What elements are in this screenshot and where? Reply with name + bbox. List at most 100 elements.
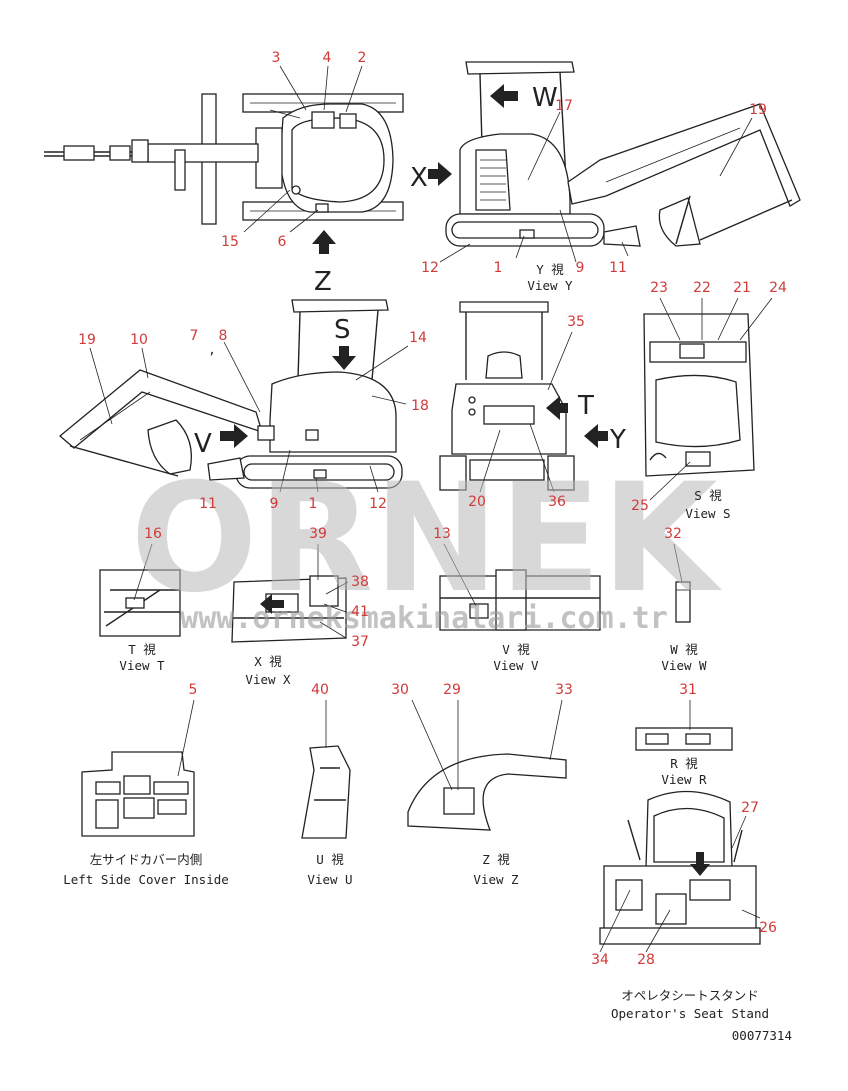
view-z-jp: Z 視 xyxy=(482,852,510,867)
left-side-cover-en: Left Side Cover Inside xyxy=(63,872,229,887)
callout-21: 21 xyxy=(733,280,751,296)
callout-29: 29 xyxy=(443,682,461,698)
arrow-letter-s: S xyxy=(334,315,351,345)
callout-7: 7 xyxy=(190,328,199,344)
callout-17: 17 xyxy=(555,98,573,114)
callout-24: 24 xyxy=(769,280,787,296)
callout-2: 2 xyxy=(358,50,367,66)
view-w-en: View W xyxy=(661,658,707,673)
arrow-letters: W X Z S T Y V xyxy=(194,83,626,459)
side-view-right-drawing xyxy=(445,61,801,247)
callout-33: 33 xyxy=(555,682,573,698)
callout-15: 15 xyxy=(221,234,239,250)
callout-8: 8 xyxy=(219,328,228,344)
callout-41: 41 xyxy=(351,604,369,620)
watermark-url: www.orneksmakinalari.com.tr xyxy=(180,601,668,636)
callout-30: 30 xyxy=(391,682,409,698)
view-s-en: View S xyxy=(685,506,730,521)
callout-16: 16 xyxy=(144,526,162,542)
view-z-en: View Z xyxy=(473,872,519,887)
callout-22: 22 xyxy=(693,280,711,296)
view-r-en: View R xyxy=(661,772,707,787)
callout-39: 39 xyxy=(309,526,327,542)
top-view-drawing xyxy=(44,93,404,225)
direction-arrows xyxy=(220,84,710,876)
view-u-en: View U xyxy=(307,872,352,887)
callout-9-mid: 9 xyxy=(270,496,279,512)
side-view-left-drawing xyxy=(58,299,403,489)
view-w-jp: W 視 xyxy=(670,642,698,657)
view-u-drawing xyxy=(301,745,351,839)
callout-36: 36 xyxy=(548,494,566,510)
view-z-drawing xyxy=(407,753,567,831)
watermark: ORNEK www.orneksmakinalari.com.tr xyxy=(130,452,722,636)
arrow-x-detail xyxy=(260,594,284,614)
callout-25: 25 xyxy=(631,498,649,514)
callout-12-mid: 12 xyxy=(369,496,387,512)
arrow-y xyxy=(584,424,608,448)
arrow-x xyxy=(428,162,452,186)
callout-40: 40 xyxy=(311,682,329,698)
callout-23: 23 xyxy=(650,280,668,296)
callout-1-mid: 1 xyxy=(309,496,318,512)
arrow-letter-w: W xyxy=(532,83,558,113)
callout-14: 14 xyxy=(409,330,427,346)
part-code: 00077314 xyxy=(732,1028,792,1043)
callout-31: 31 xyxy=(679,682,697,698)
arrow-s xyxy=(332,346,356,370)
arrow-letter-t: T xyxy=(577,391,594,421)
callout-37: 37 xyxy=(351,634,369,650)
callout-20: 20 xyxy=(468,494,486,510)
rear-view-drawing xyxy=(439,301,575,491)
callout-35: 35 xyxy=(567,314,585,330)
view-s-jp: S 視 xyxy=(694,488,722,503)
arrow-r xyxy=(690,852,710,876)
callout-27: 27 xyxy=(741,800,759,816)
callout-9-top: 9 xyxy=(576,260,585,276)
callout-11-top: 11 xyxy=(609,260,627,276)
callout-11-mid: 11 xyxy=(199,496,217,512)
comma-mark: , xyxy=(208,342,216,357)
callout-1-top: 1 xyxy=(494,260,503,276)
view-x-jp: X 視 xyxy=(254,654,282,669)
view-r-drawing xyxy=(635,727,733,751)
view-x-en: View X xyxy=(245,672,291,687)
view-v-en: View V xyxy=(493,658,539,673)
callout-5: 5 xyxy=(189,682,198,698)
leader-lines xyxy=(89,65,773,953)
callout-6: 6 xyxy=(278,234,287,250)
arrow-letter-y: Y xyxy=(609,425,626,455)
callout-38: 38 xyxy=(351,574,369,590)
callout-13: 13 xyxy=(433,526,451,542)
callout-12-top: 12 xyxy=(421,260,439,276)
arrow-w xyxy=(490,84,518,108)
callout-32: 32 xyxy=(664,526,682,542)
arrow-letter-z: Z xyxy=(314,267,332,297)
left-side-cover-jp: 左サイドカバー内側 xyxy=(90,852,203,867)
seat-stand-en: Operator's Seat Stand xyxy=(611,1006,769,1021)
callout-18: 18 xyxy=(411,398,429,414)
callout-4: 4 xyxy=(323,50,332,66)
callout-numbers: 3 4 2 17 19 15 6 12 1 9 11 23 22 21 24 7… xyxy=(78,50,787,968)
watermark-main: ORNEK xyxy=(130,452,722,626)
view-y-en: View Y xyxy=(527,278,573,293)
left-side-cover-drawing xyxy=(81,751,195,837)
callout-10: 10 xyxy=(130,332,148,348)
view-w-drawing xyxy=(675,581,691,623)
arrow-z xyxy=(312,230,336,254)
callout-19-mid: 19 xyxy=(78,332,96,348)
view-u-jp: U 視 xyxy=(316,852,344,867)
view-v-drawing xyxy=(439,569,601,631)
view-labels: Y 視 View Y S 視 View S T 視 View T X 視 Vie… xyxy=(63,262,792,1043)
arrow-letter-v: V xyxy=(194,429,212,459)
seat-stand-jp: オペレタシートスタンド xyxy=(621,988,759,1003)
callout-26: 26 xyxy=(759,920,777,936)
view-t-jp: T 視 xyxy=(128,642,156,657)
arrow-letter-x: X xyxy=(410,163,428,193)
callout-28: 28 xyxy=(637,952,655,968)
callout-3: 3 xyxy=(272,50,281,66)
view-s-drawing xyxy=(643,313,755,477)
callout-19-top: 19 xyxy=(749,102,767,118)
view-y-jp: Y 視 xyxy=(536,262,564,277)
